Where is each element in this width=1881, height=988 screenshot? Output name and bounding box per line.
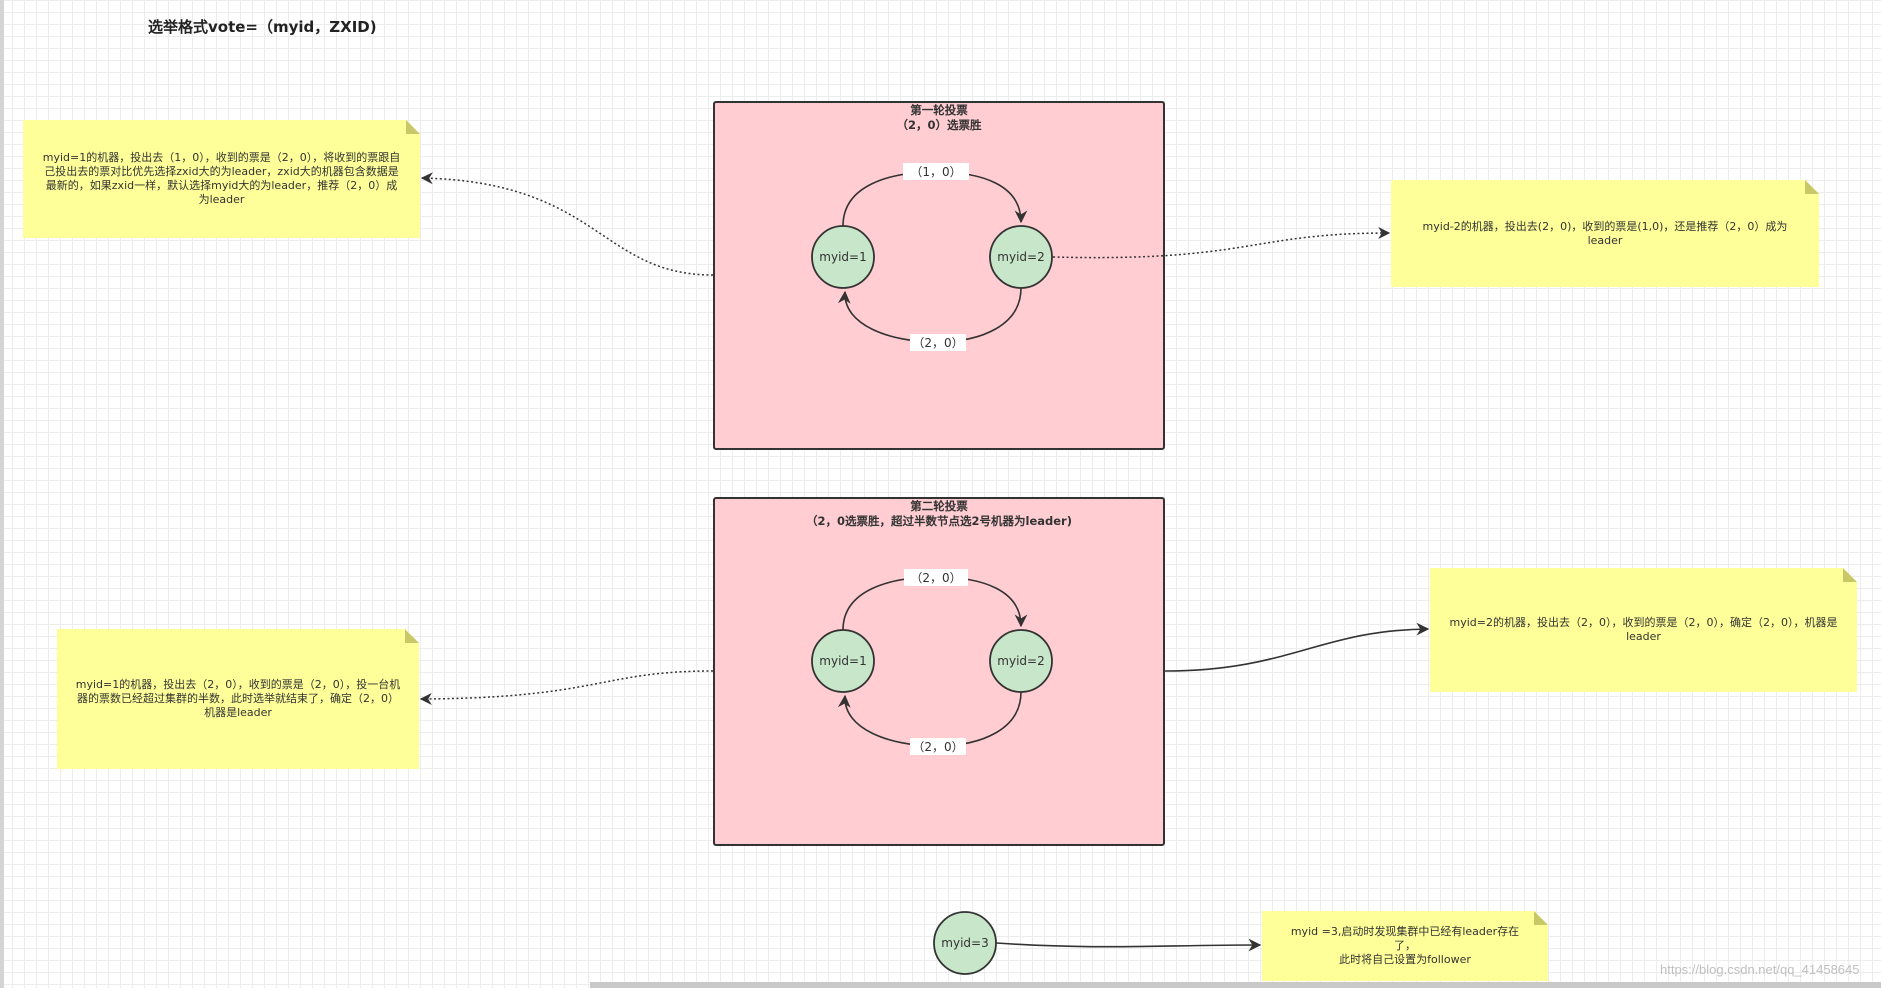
connector-round2-to-note3[interactable] <box>419 670 714 705</box>
round1-node-myid2[interactable] <box>989 225 1053 289</box>
round2-title: 第二轮投票 （2，0选票胜，超过半数节点选2号机器为leader) <box>715 499 1163 529</box>
note-round1-myid1[interactable]: myid=1的机器，投出去（1，0），收到的票是（2，0），将收到的票跟自己投出… <box>23 120 420 238</box>
round2-title-line1: 第二轮投票 <box>910 499 968 513</box>
note-round1-myid1-text: myid=1的机器，投出去（1，0），收到的票是（2，0），将收到的票跟自己投出… <box>42 151 401 206</box>
watermark: https://blog.csdn.net/qq_41458645 <box>1660 962 1860 977</box>
note-myid3-text: myid =3,启动时发现集群中已经有leader存在了， 此时将自己设置为fo… <box>1280 925 1530 967</box>
round1-edge-bottom-label-bg <box>910 334 966 351</box>
note-round2-myid2-text: myid=2的机器，投出去（2，0），收到的票是（2，0），确定（2，0），机器… <box>1449 616 1838 643</box>
connector-node3-to-note5[interactable] <box>995 938 1262 952</box>
canvas-left-border <box>0 0 4 988</box>
note-round2-myid1[interactable]: myid=1的机器，投出去（2，0），收到的票是（2，0），投一台机器的票数已经… <box>57 629 419 769</box>
round2-edge-bottom[interactable] <box>837 691 1022 747</box>
round2-title-line2: （2，0选票胜，超过半数节点选2号机器为leader) <box>806 514 1072 528</box>
round2-group[interactable]: 第二轮投票 （2，0选票胜，超过半数节点选2号机器为leader) <box>713 497 1165 846</box>
note-myid3-line2: 此时将自己设置为follower <box>1339 953 1471 966</box>
note-round2-myid2[interactable]: myid=2的机器，投出去（2，0），收到的票是（2，0），确定（2，0），机器… <box>1430 568 1857 692</box>
round1-node-myid2-label: myid=2 <box>997 250 1044 264</box>
diagram-title: 选举格式vote=（myid，ZXID) <box>148 18 377 36</box>
note-round2-myid1-text: myid=1的机器，投出去（2，0），收到的票是（2，0），投一台机器的票数已经… <box>75 678 401 719</box>
connector-round1-to-note1[interactable] <box>420 172 714 276</box>
note-round1-myid2[interactable]: myid-2的机器，投出去(2，0)，收到的票是(1,0)，还是推荐（2，0）成… <box>1391 180 1819 287</box>
round2-edge-bottom-label-bg <box>910 738 966 755</box>
round2-edge-bottom-label: （2，0） <box>912 740 963 754</box>
round1-edge-top[interactable] <box>842 171 1028 227</box>
connector-round1-to-note2[interactable] <box>1052 227 1391 259</box>
round1-edge-top-label-bg <box>903 163 969 180</box>
horizontal-scrollbar[interactable] <box>590 982 1881 988</box>
note-myid3[interactable]: myid =3,启动时发现集群中已经有leader存在了， 此时将自己设置为fo… <box>1262 911 1548 981</box>
round1-edge-bottom-label: （2，0） <box>912 336 963 350</box>
round2-node-myid2-label: myid=2 <box>997 654 1044 668</box>
round2-edge-top-label: （2，0） <box>910 571 961 585</box>
round1-edge-top-label: （1，0） <box>910 165 961 179</box>
round1-title-line1: 第一轮投票 <box>910 103 968 117</box>
round1-title: 第一轮投票 （2，0）选票胜 <box>715 103 1163 133</box>
round1-node-myid1[interactable] <box>811 225 875 289</box>
round1-group[interactable]: 第一轮投票 （2，0）选票胜 <box>713 101 1165 450</box>
node-myid3[interactable] <box>933 911 997 975</box>
note-myid3-line1: myid =3,启动时发现集群中已经有leader存在了， <box>1290 925 1520 952</box>
round1-edge-bottom[interactable] <box>837 287 1022 343</box>
round2-node-myid1-label: myid=1 <box>819 654 866 668</box>
note-round1-myid2-text: myid-2的机器，投出去(2，0)，收到的票是(1,0)，还是推荐（2，0）成… <box>1422 219 1788 247</box>
round2-node-myid2[interactable] <box>989 629 1053 693</box>
round1-title-line2: （2，0）选票胜 <box>896 118 982 132</box>
round2-edge-top-label-bg <box>904 569 968 586</box>
round2-node-myid1[interactable] <box>811 629 875 693</box>
round1-node-myid1-label: myid=1 <box>819 250 866 264</box>
connector-round2-to-note4[interactable] <box>1164 622 1430 672</box>
node-myid3-label: myid=3 <box>941 936 988 950</box>
